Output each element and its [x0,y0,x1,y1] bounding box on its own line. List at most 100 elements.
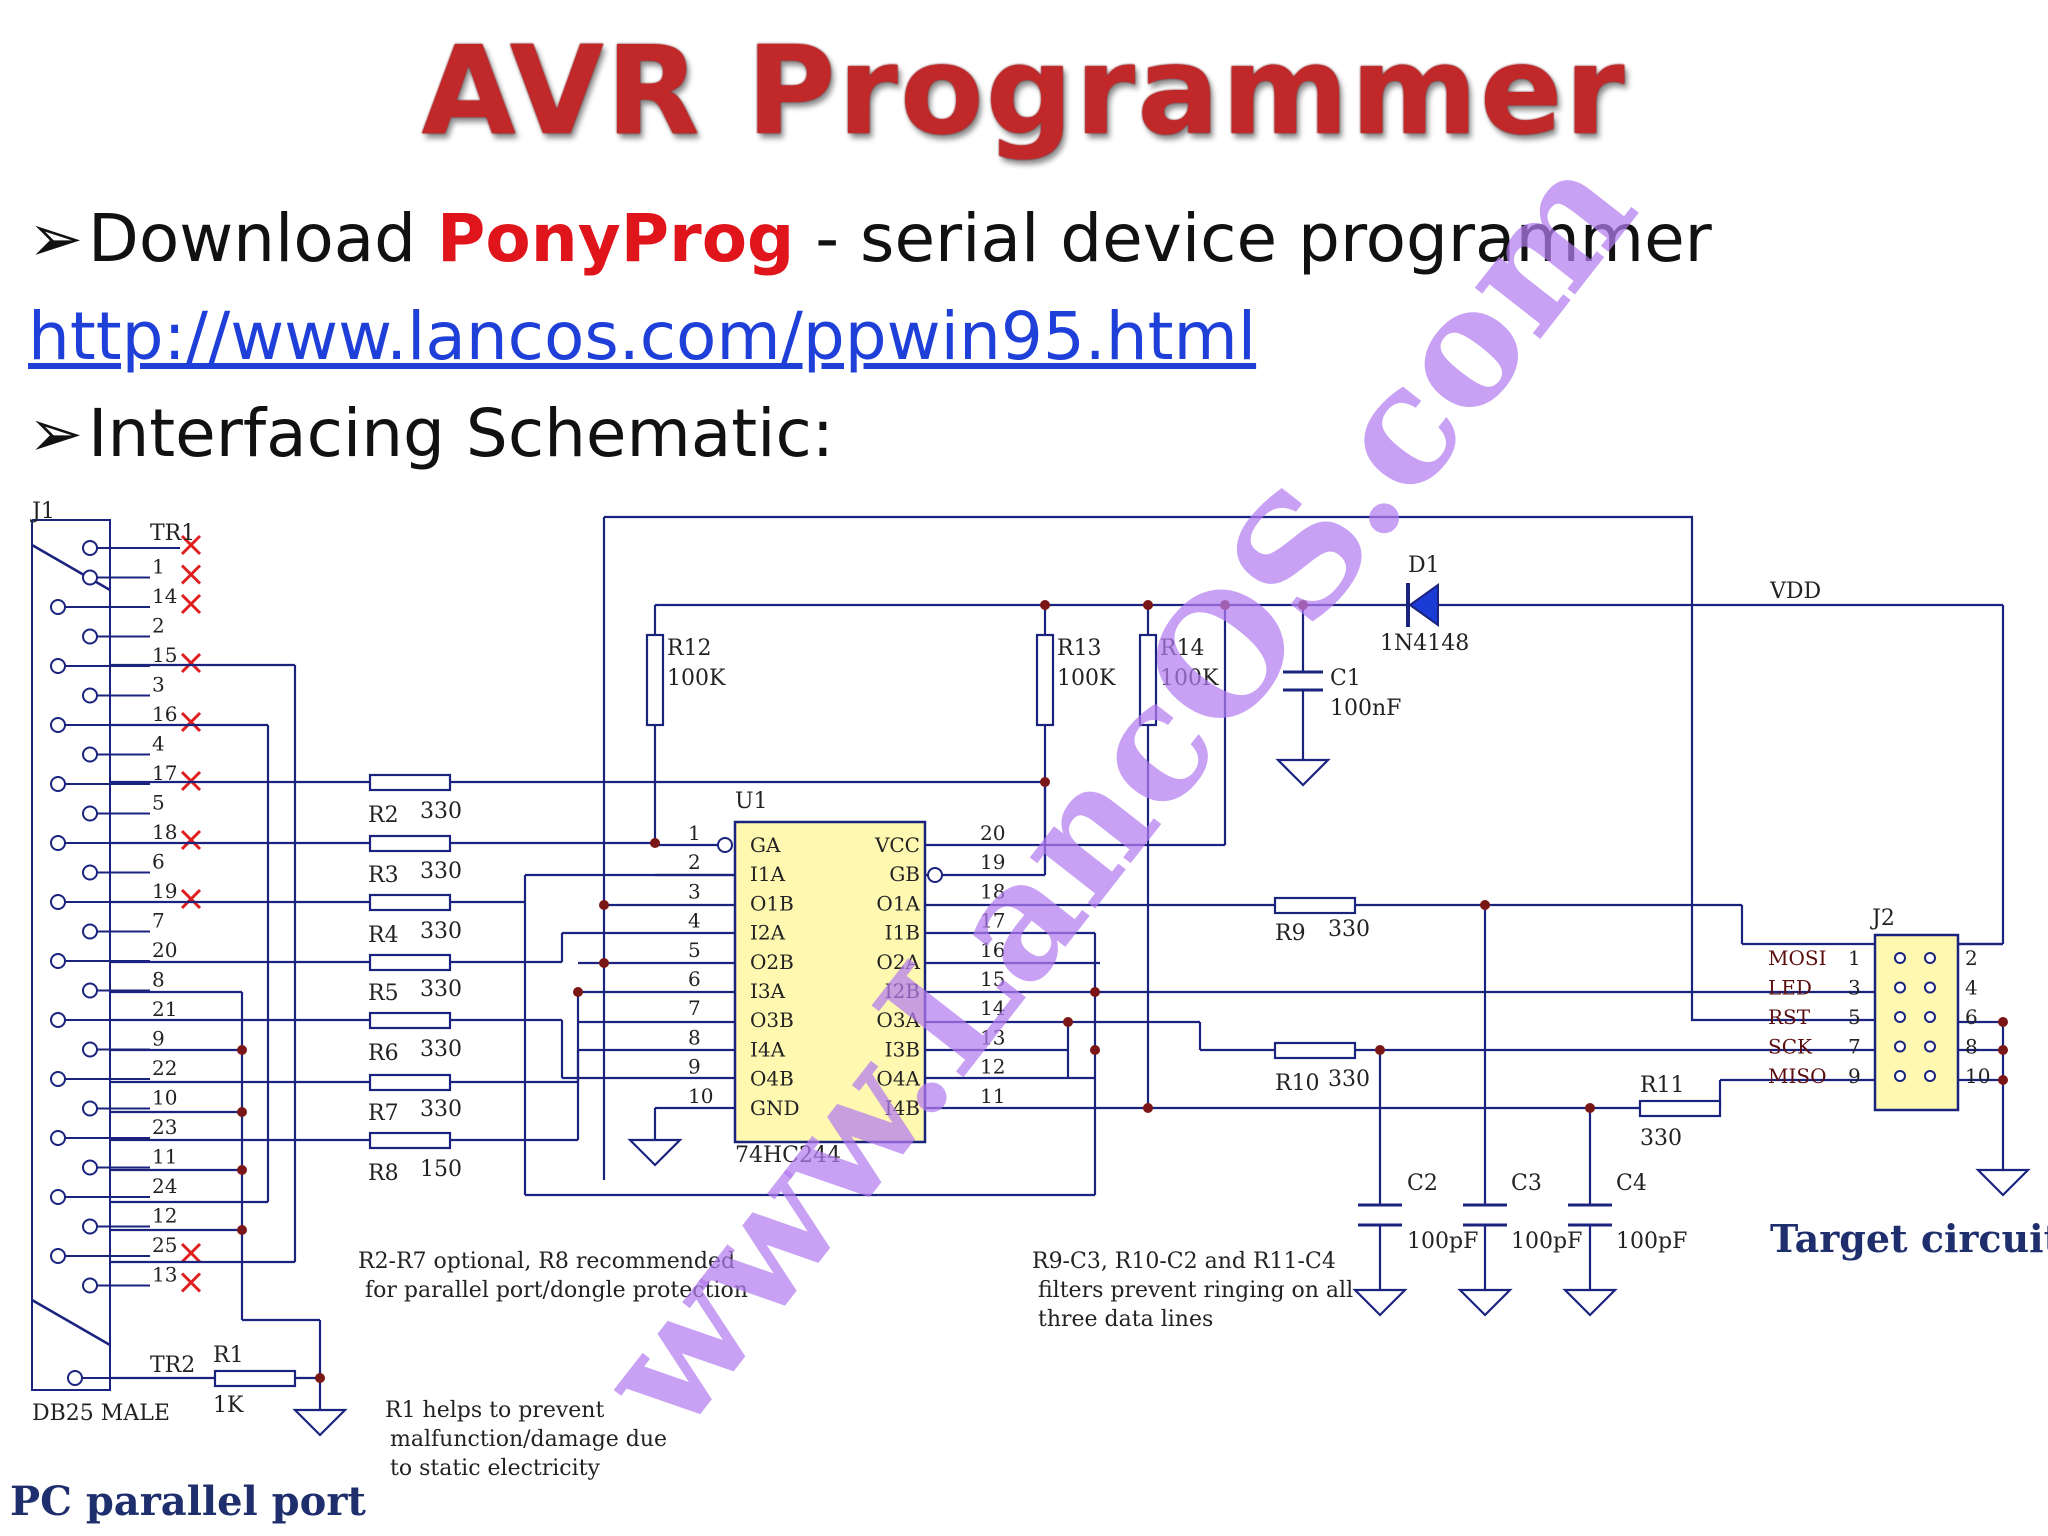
db25-pin-2 [82,628,98,645]
ic-pin-number: 3 [688,879,701,903]
db25-pin-number: 19 [152,879,177,903]
db25-bevel-top [31,543,111,592]
ic-pin-name: O1B [750,891,794,915]
db25-pin-21 [50,1012,66,1028]
ic-pin-name: O4A [876,1067,920,1091]
ic-pin-name: I4B [885,1096,920,1120]
db25-pin-20 [50,953,66,969]
j2-pin-number: 9 [1848,1064,1861,1088]
j2-pin-number: 3 [1848,976,1861,1000]
ic-pin-name: O2A [876,950,920,974]
r12-value: 100K [667,666,726,691]
ic-pin-number: 14 [980,996,1005,1020]
ground-icon [1275,758,1331,787]
ic-pin-number: 5 [688,938,701,962]
db25-pin-6 [82,864,98,881]
db25-pin-number: 18 [152,820,177,844]
wires [110,515,2005,1410]
j2-pin-number: 10 [1965,1064,1990,1088]
j2-signal-miso: MISO [1768,1064,1826,1088]
ic-pin-name: I1B [885,921,920,945]
r10-ref: R10 [1275,1071,1320,1096]
db25-pin-14 [50,599,66,615]
arrow-bullet-icon: ➢ [28,395,84,472]
ic-pin-name: O3A [876,1008,920,1032]
j2-pin-dot [1924,1070,1936,1082]
ground-icon [1352,1288,1408,1317]
db25-pin-3 [82,687,98,704]
resistor-r12 [645,633,665,727]
db25-pin-tr1 [82,540,98,556]
resistor-r8 [368,1131,452,1150]
resistor-r2 [368,773,452,792]
ic-pin-number: 16 [980,938,1005,962]
ic-pin-number: 1 [688,821,701,845]
db25-pin-number: 12 [152,1204,177,1228]
db25-pin-number: 13 [152,1263,177,1287]
db25-pin-number: 21 [152,997,177,1021]
ponyprog-highlight: PonyProg [437,200,795,277]
c3-value: 100pF [1511,1229,1582,1254]
ic-pin-name: GB [889,862,920,886]
junction-dots [237,600,2008,1383]
ic-pin-name: O4B [750,1067,794,1091]
db25-bevel-bottom [31,1298,111,1347]
diode-d1 [1380,583,1460,627]
j2-signal-sck: SCK [1768,1035,1813,1059]
db25-pin-number: 22 [152,1056,177,1080]
ic-pin-number: 18 [980,879,1005,903]
j2-pin-dot [1894,1011,1906,1023]
ic-pin-number: 8 [688,1025,701,1049]
ic-pin-number: 20 [980,821,1005,845]
j2-signal-mosi: MOSI [1768,946,1826,970]
resistor-r13 [1035,633,1055,727]
slide-title: AVR Programmer [421,20,1627,162]
r1-value: 1K [213,1393,244,1418]
ic-pin-name: I3A [750,979,786,1003]
j2-pin-number: 7 [1848,1035,1861,1059]
r5-value: 330 [420,977,462,1002]
db25-pin-number: 20 [152,938,177,962]
note-filters-line1: R9-C3, R10-C2 and R11-C4 [1032,1249,1336,1274]
j2-pin-dot [1894,1040,1906,1053]
db25-pin-8 [82,982,98,999]
db25-pins: 1142153164175186197208219221023112412251… [50,534,202,1386]
db25-pin-number: 23 [152,1115,177,1139]
note-filters-line3: three data lines [1038,1307,1213,1332]
r14-value: 100K [1160,666,1219,691]
ponyprog-link[interactable]: http://www.lancos.com/ppwin95.html [28,298,1257,375]
ic-pin-number: 13 [980,1025,1005,1049]
ic-pin-number: 7 [688,996,701,1020]
db25-pin-number: 16 [152,702,177,726]
r13-value: 100K [1057,666,1116,691]
resistor-r9 [1273,896,1357,915]
r4-value: 330 [420,919,462,944]
db25-pin-1 [82,569,98,586]
db25-pin-number: 15 [152,643,177,667]
ic-pin-number: 6 [688,967,701,991]
j2-signal-led: LED [1768,976,1812,1000]
db25-pin-15 [50,658,66,674]
diode-icon [1408,583,1439,627]
resistor-r11 [1638,1099,1722,1118]
r6-ref: R6 [368,1041,399,1066]
db25-pin-number: 2 [152,614,165,638]
resistor-r4 [368,893,452,912]
programmer-desc: - serial device programmer [794,200,1712,277]
ic-pin-number: 12 [980,1055,1005,1079]
ic-pin-name: GND [750,1096,800,1120]
ground-icon [627,1138,683,1167]
resistor-r14 [1138,633,1158,727]
bullet-schematic: ➢Interfacing Schematic: [28,395,834,472]
note-r2r8-line1: R2-R7 optional, R8 recommended [358,1249,735,1274]
ic-pin-name: O1A [876,891,920,915]
db25-pin-18 [50,835,66,851]
resistor-r7 [368,1073,452,1092]
download-text: Download [88,200,438,277]
db25-pin-10 [82,1100,98,1117]
vdd-label: VDD [1769,579,1821,604]
db25-pin-tr2 [67,1370,83,1386]
r2-value: 330 [420,799,462,824]
bullet-download: ➢Download PonyProg - serial device progr… [28,200,1712,277]
j2-pin-dot [1924,952,1936,964]
